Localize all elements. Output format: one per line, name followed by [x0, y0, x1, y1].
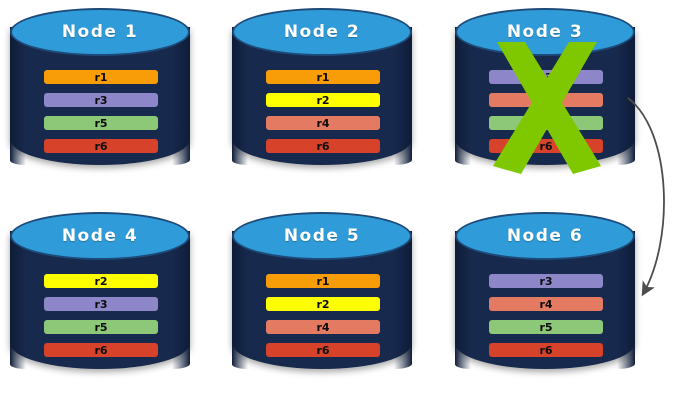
replica-bar[interactable]: r3 — [44, 297, 158, 311]
replica-bar[interactable]: r5 — [489, 320, 603, 334]
replica-bar[interactable]: r6 — [266, 343, 380, 357]
node-5-title: Node 5 — [283, 226, 361, 246]
replica-bar[interactable]: r4 — [489, 93, 603, 107]
node-4[interactable]: Node 4 r2 r3 r5 r6 — [10, 212, 190, 388]
replica-bar[interactable]: r4 — [489, 297, 603, 311]
cylinder-top — [455, 212, 635, 260]
node-2-replica-list: r1 r2 r4 r6 — [266, 70, 380, 153]
replica-bar[interactable]: r5 — [44, 116, 158, 130]
replica-bar[interactable]: r6 — [44, 139, 158, 153]
node-2[interactable]: Node 2 r1 r2 r4 r6 — [232, 8, 412, 184]
replica-bar[interactable]: r2 — [266, 93, 380, 107]
replica-bar[interactable]: r4 — [266, 116, 380, 130]
node-6-title: Node 6 — [506, 226, 584, 246]
node-4-title: Node 4 — [61, 226, 139, 246]
node-6-replica-list: r3 r4 r5 r6 — [489, 274, 603, 357]
node-2-title: Node 2 — [283, 22, 361, 42]
replica-bar[interactable]: r1 — [266, 70, 380, 84]
replica-bar[interactable]: r5 — [489, 116, 603, 130]
cylinder-top — [232, 212, 412, 260]
replica-bar[interactable]: r6 — [489, 139, 603, 153]
replica-bar[interactable]: r4 — [266, 320, 380, 334]
replica-bar[interactable]: r6 — [266, 139, 380, 153]
node-6[interactable]: Node 6 r3 r4 r5 r6 — [455, 212, 635, 388]
node-1[interactable]: Node 1 r1 r3 r5 r6 — [10, 8, 190, 184]
replica-bar[interactable]: r3 — [489, 274, 603, 288]
replica-bar[interactable]: r2 — [44, 274, 158, 288]
node-1-title: Node 1 — [61, 22, 139, 42]
node-3[interactable]: Node 3 r3 r4 r5 r6 — [455, 8, 635, 184]
replica-bar[interactable]: r6 — [44, 343, 158, 357]
cylinder-top — [10, 212, 190, 260]
replica-bar[interactable]: r3 — [44, 93, 158, 107]
cylinder-top — [232, 8, 412, 56]
node-5[interactable]: Node 5 r1 r2 r4 r6 — [232, 212, 412, 388]
node-1-replica-list: r1 r3 r5 r6 — [44, 70, 158, 153]
replica-bar[interactable]: r1 — [266, 274, 380, 288]
node-3-replica-list: r3 r4 r5 r6 — [489, 70, 603, 153]
node-4-replica-list: r2 r3 r5 r6 — [44, 274, 158, 357]
replica-bar[interactable]: r3 — [489, 70, 603, 84]
replica-bar[interactable]: r5 — [44, 320, 158, 334]
node-3-title: Node 3 — [506, 22, 584, 42]
replica-bar[interactable]: r2 — [266, 297, 380, 311]
replica-bar[interactable]: r1 — [44, 70, 158, 84]
replica-bar[interactable]: r6 — [489, 343, 603, 357]
cylinder-top — [10, 8, 190, 56]
node-5-replica-list: r1 r2 r4 r6 — [266, 274, 380, 357]
